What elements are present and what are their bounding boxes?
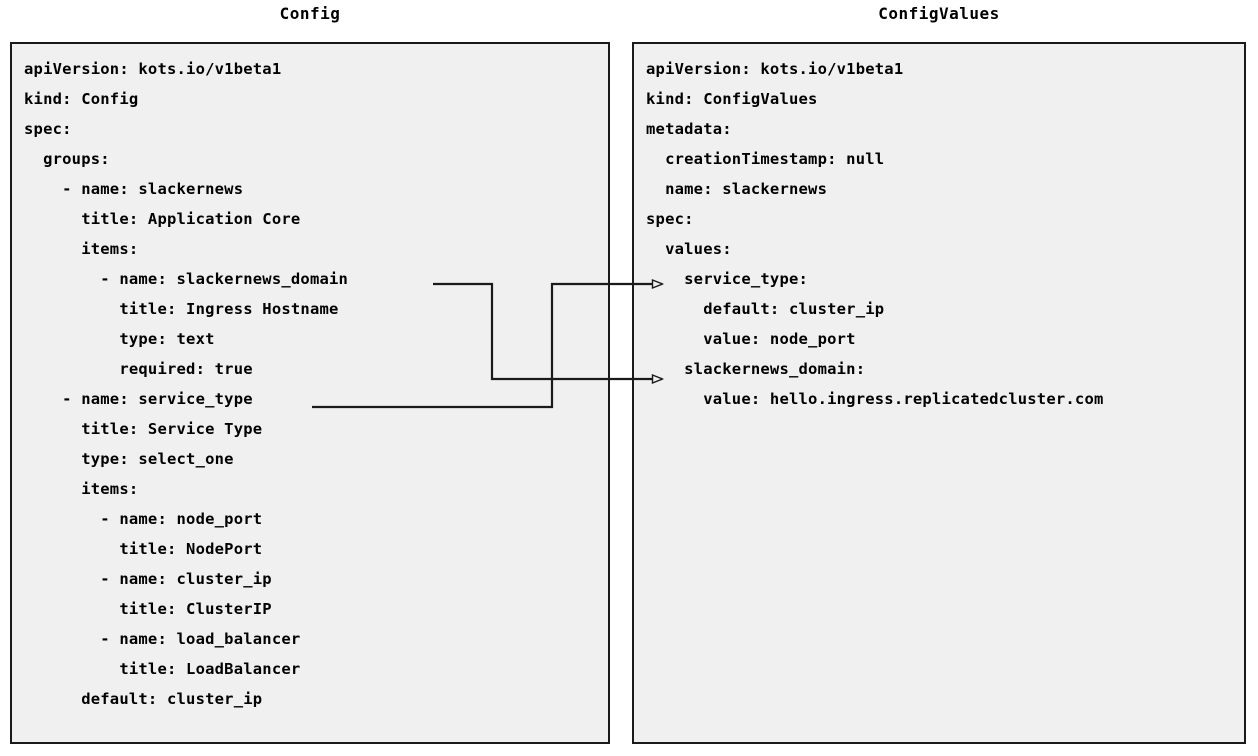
config-yaml-line-16: title: NodePort <box>24 540 263 558</box>
configvalues-yaml-line-11: value: hello.ingress.replicatedcluster.c… <box>646 390 1104 408</box>
config-yaml-line-10: required: true <box>24 360 253 378</box>
config-yaml-line-21: default: cluster_ip <box>24 690 263 708</box>
configvalues-yaml-line-0: apiVersion: kots.io/v1beta1 <box>646 60 904 78</box>
configvalues-yaml-line-1: kind: ConfigValues <box>646 90 818 108</box>
config-yaml-line-15: - name: node_port <box>24 510 263 528</box>
configvalues-yaml-line-5: spec: <box>646 210 694 228</box>
config-yaml-block: apiVersion: kots.io/v1beta1 kind: Config s… <box>12 44 608 714</box>
config-yaml-line-17: - name: cluster_ip <box>24 570 272 588</box>
config-yaml-line-2: spec: <box>24 120 72 138</box>
config-yaml-line-11: - name: service_type <box>24 390 253 408</box>
config-yaml-line-8: title: Ingress Hostname <box>24 300 339 318</box>
config-yaml-line-7: - name: slackernews_domain <box>24 270 349 288</box>
config-panel: apiVersion: kots.io/v1beta1 kind: Config s… <box>10 42 610 744</box>
configvalues-yaml-line-2: metadata: <box>646 120 732 138</box>
configvalues-yaml-line-4: name: slackernews <box>646 180 828 198</box>
config-yaml-line-0: apiVersion: kots.io/v1beta1 <box>24 60 282 78</box>
configvalues-yaml-line-7: service_type: <box>646 270 809 288</box>
config-yaml-line-5: title: Application Core <box>24 210 301 228</box>
config-yaml-line-4: - name: slackernews <box>24 180 244 198</box>
config-yaml-line-6: items: <box>24 240 139 258</box>
config-panel-title: Config <box>279 4 341 23</box>
configvalues-yaml-line-3: creationTimestamp: null <box>646 150 885 168</box>
config-yaml-line-13: type: select_one <box>24 450 234 468</box>
configvalues-panel-title: ConfigValues <box>878 4 1000 23</box>
configvalues-yaml-line-10: slackernews_domain: <box>646 360 866 378</box>
config-yaml-line-19: - name: load_balancer <box>24 630 301 648</box>
configvalues-panel: apiVersion: kots.io/v1beta1 kind: ConfigV… <box>632 42 1246 744</box>
configvalues-yaml-block: apiVersion: kots.io/v1beta1 kind: ConfigV… <box>634 44 1244 414</box>
config-yaml-line-12: title: Service Type <box>24 420 263 438</box>
configvalues-yaml-line-9: value: node_port <box>646 330 856 348</box>
config-yaml-line-3: groups: <box>24 150 110 168</box>
config-yaml-line-9: type: text <box>24 330 215 348</box>
configvalues-yaml-line-8: default: cluster_ip <box>646 300 885 318</box>
config-yaml-line-18: title: ClusterIP <box>24 600 272 618</box>
config-yaml-line-14: items: <box>24 480 139 498</box>
config-yaml-line-1: kind: Config <box>24 90 139 108</box>
config-yaml-line-20: title: LoadBalancer <box>24 660 301 678</box>
configvalues-yaml-line-6: values: <box>646 240 732 258</box>
